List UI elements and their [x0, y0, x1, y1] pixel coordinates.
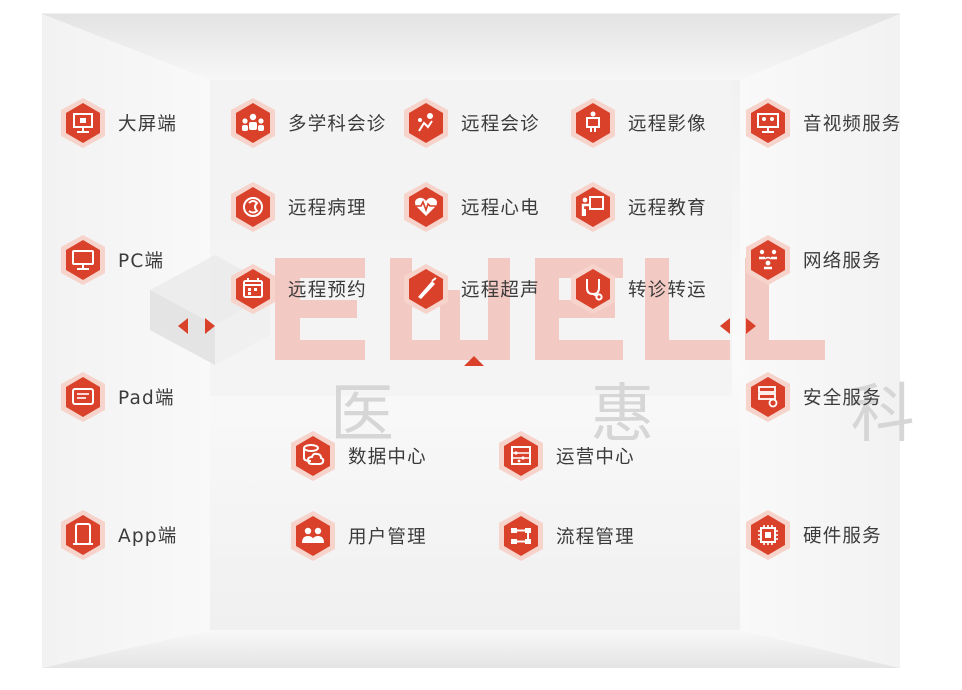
service-label: 远程病理	[288, 198, 367, 219]
platform-item-operations-center[interactable]: 运营中心	[498, 430, 635, 482]
service-item-remote-consultation[interactable]: 远程会诊	[403, 97, 540, 149]
remote-ultrasound-icon	[403, 263, 449, 315]
support-item-network[interactable]: 网络服务	[745, 234, 882, 286]
remote-ecg-icon	[403, 181, 449, 233]
support-label: 硬件服务	[803, 526, 882, 547]
client-item-pc[interactable]: PC端	[60, 234, 164, 286]
service-item-remote-ecg[interactable]: 远程心电	[403, 181, 540, 233]
client-label: 大屏端	[118, 114, 178, 135]
platform-label: 用户管理	[348, 527, 427, 548]
service-label: 远程影像	[628, 114, 707, 135]
platform-item-data-center[interactable]: 数据中心	[290, 430, 427, 482]
arrow-right-icon	[205, 318, 215, 334]
remote-imaging-icon	[570, 97, 616, 149]
security-service-icon	[745, 371, 791, 423]
support-label: 音视频服务	[803, 114, 902, 135]
operations-center-icon	[498, 430, 544, 482]
platform-label: 数据中心	[348, 447, 427, 468]
service-label: 远程心电	[461, 198, 540, 219]
client-item-pad[interactable]: Pad端	[60, 371, 175, 423]
support-item-audio-video[interactable]: 音视频服务	[745, 97, 902, 149]
service-label: 远程超声	[461, 280, 540, 301]
platform-label: 运营中心	[556, 447, 635, 468]
service-label: 多学科会诊	[288, 114, 387, 135]
service-item-referral-transfer[interactable]: 转诊转运	[570, 263, 707, 315]
arrow-right-icon	[746, 318, 756, 334]
large-screen-icon	[60, 97, 106, 149]
network-service-icon	[745, 234, 791, 286]
support-item-security[interactable]: 安全服务	[745, 371, 882, 423]
service-item-remote-imaging[interactable]: 远程影像	[570, 97, 707, 149]
platform-label: 流程管理	[556, 527, 635, 548]
arrow-up-icon	[464, 356, 484, 366]
process-management-icon	[498, 510, 544, 562]
service-label: 远程预约	[288, 280, 367, 301]
client-label: Pad端	[118, 388, 175, 409]
tablet-icon	[60, 371, 106, 423]
audio-video-icon	[745, 97, 791, 149]
desktop-monitor-icon	[60, 234, 106, 286]
service-label: 远程会诊	[461, 114, 540, 135]
hardware-chip-icon	[745, 509, 791, 561]
platform-item-user-management[interactable]: 用户管理	[290, 510, 427, 562]
support-item-hardware[interactable]: 硬件服务	[745, 509, 882, 561]
service-label: 转诊转运	[628, 280, 707, 301]
client-item-large-screen[interactable]: 大屏端	[60, 97, 177, 149]
support-label: 安全服务	[803, 388, 882, 409]
referral-transfer-icon	[570, 263, 616, 315]
multidisciplinary-team-icon	[230, 97, 276, 149]
mobile-app-icon	[60, 509, 106, 561]
platform-item-process-management[interactable]: 流程管理	[498, 510, 635, 562]
user-management-icon	[290, 510, 336, 562]
service-label: 远程教育	[628, 198, 707, 219]
client-label: PC端	[118, 251, 165, 272]
client-item-app[interactable]: App端	[60, 509, 177, 561]
arrow-left-icon	[178, 318, 188, 334]
remote-consultation-icon	[403, 97, 449, 149]
data-center-icon	[290, 430, 336, 482]
service-item-remote-appointment[interactable]: 远程预约	[230, 263, 367, 315]
remote-pathology-icon	[230, 181, 276, 233]
service-item-mdt[interactable]: 多学科会诊	[230, 97, 387, 149]
remote-appointment-icon	[230, 263, 276, 315]
service-item-remote-pathology[interactable]: 远程病理	[230, 181, 367, 233]
arrow-left-icon	[720, 318, 730, 334]
support-label: 网络服务	[803, 251, 882, 272]
service-item-remote-ultrasound[interactable]: 远程超声	[403, 263, 540, 315]
service-item-remote-education[interactable]: 远程教育	[570, 181, 707, 233]
client-label: App端	[118, 526, 178, 547]
remote-education-icon	[570, 181, 616, 233]
